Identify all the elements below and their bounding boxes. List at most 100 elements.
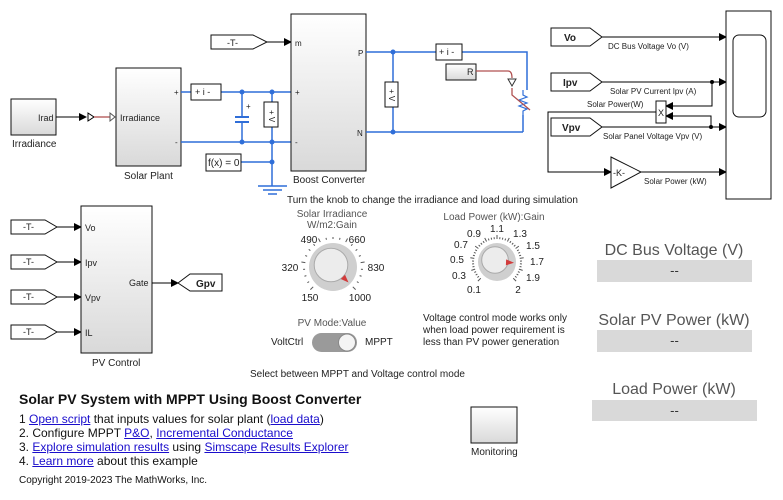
- gain-block[interactable]: -K-: [610, 156, 643, 189]
- knob-tick: [472, 254, 475, 257]
- goto-tag-ipv[interactable]: Ipv: [550, 72, 603, 92]
- knob-title: Solar Irradiance: [297, 209, 368, 220]
- product-lines: [547, 80, 727, 176]
- doc-line-4: 4. Learn more about this example: [19, 454, 198, 468]
- switch-right-label: MPPT: [365, 337, 393, 348]
- open-script-link[interactable]: Open script: [29, 412, 91, 426]
- monitoring-block[interactable]: Monitoring: [470, 406, 518, 458]
- boost-converter-block[interactable]: m P + N - Boost Converter: [290, 13, 367, 186]
- solar-plant-block[interactable]: Irradiance + - Solar Plant: [115, 67, 182, 182]
- voltage-sensor-block[interactable]: + V: [263, 101, 279, 128]
- svg-text:-K-: -K-: [613, 168, 625, 178]
- knob-tick: [313, 243, 316, 247]
- switch-title: PV Mode:Value: [298, 318, 367, 329]
- knob-pointer-icon: [505, 259, 514, 266]
- svg-text:P: P: [358, 49, 363, 58]
- knob-tick: [515, 245, 520, 249]
- converter-port-icon: [87, 112, 95, 122]
- knob-tick: [487, 238, 490, 241]
- copyright: Copyright 2019-2023 The MathWorks, Inc.: [19, 475, 208, 486]
- from-tag-label: -T-: [23, 327, 34, 337]
- goto-tag-gpv[interactable]: Gpv: [177, 273, 223, 292]
- from-tag-shape: [10, 324, 58, 340]
- irradiance-block[interactable]: Irad Irradiance: [10, 98, 57, 150]
- knob-tick: [310, 286, 314, 290]
- from-tag-shape: [10, 289, 58, 305]
- knob-tick: [516, 249, 520, 252]
- learn-more-link[interactable]: Learn more: [32, 454, 94, 468]
- svg-text:f(x) = 0: f(x) = 0: [208, 158, 240, 169]
- block-label: Boost Converter: [293, 175, 366, 186]
- from-tag-m[interactable]: -T-: [210, 34, 269, 50]
- load-data-link[interactable]: load data: [270, 412, 320, 426]
- svg-text:-: -: [295, 138, 298, 147]
- block-label: Irradiance: [12, 139, 57, 150]
- po-link[interactable]: P&O: [124, 426, 150, 440]
- current-sensor-block[interactable]: + i -: [435, 43, 463, 61]
- voltage-sensor-block[interactable]: + V: [384, 81, 399, 108]
- explore-results-link[interactable]: Explore simulation results: [32, 440, 170, 454]
- switch-left-label: VoltCtrl: [271, 337, 303, 348]
- svg-text:Vpv: Vpv: [562, 123, 581, 134]
- current-sensor-block[interactable]: + i -: [190, 83, 222, 101]
- knob-tick: [307, 281, 310, 284]
- from-tag-label: -T-: [23, 222, 34, 232]
- svg-text:IL: IL: [85, 328, 93, 338]
- port-label: +: [174, 88, 179, 97]
- knob-tick: [470, 257, 475, 259]
- knob-pointer-icon: [340, 274, 349, 283]
- solver-configuration-block[interactable]: f(x) = 0: [205, 153, 242, 172]
- knob-tick: [518, 251, 521, 254]
- model-title: Solar PV System with MPPT Using Boost Co…: [19, 391, 362, 407]
- knob-title: Load Power (kW):Gain: [443, 212, 544, 223]
- mode-toggle-switch[interactable]: [312, 333, 357, 352]
- knob-tick: [471, 268, 476, 271]
- knob-tick: [305, 255, 308, 257]
- svg-text:Vo: Vo: [564, 33, 576, 44]
- knob-tick: [478, 244, 481, 247]
- knob-tick: [308, 248, 311, 251]
- from-tag[interactable]: -T-: [10, 324, 58, 340]
- from-tag[interactable]: -T-: [10, 254, 58, 270]
- resistance-block[interactable]: R: [445, 63, 477, 81]
- svg-text:+ i -: + i -: [195, 87, 210, 97]
- block-label: Solar Plant: [124, 171, 173, 182]
- incremental-conductance-link[interactable]: Incremental Conductance: [156, 426, 293, 440]
- doc-line-2: 2. Configure MPPT P&O, Incremental Condu…: [19, 426, 293, 440]
- converter-port-icon: [109, 111, 116, 123]
- voltage-note: less than PV power generation: [423, 337, 559, 348]
- scope-block[interactable]: [725, 10, 772, 200]
- knob-tick: [482, 240, 485, 244]
- svg-text:Gate: Gate: [129, 278, 149, 288]
- knob-tick: [504, 238, 507, 241]
- from-tag-shape: [10, 254, 58, 270]
- knob-tick: [350, 243, 353, 247]
- voltage-note: Voltage control mode works only: [423, 313, 567, 324]
- port-label: Irad: [38, 113, 54, 123]
- svg-text:+ V: + V: [387, 89, 396, 102]
- knob-tick-label: 1.3: [513, 229, 527, 240]
- product-block[interactable]: X: [655, 100, 667, 124]
- knob-tick-label: 0.9: [467, 229, 481, 240]
- from-tag[interactable]: -T-: [10, 219, 58, 235]
- knob-tick-label: 1.5: [526, 241, 540, 252]
- pv-control-block[interactable]: Vo Ipv Vpv IL Gate PV Control: [80, 205, 153, 369]
- goto-tag-vpv[interactable]: Vpv: [550, 117, 603, 137]
- signal-label: Solar Power (kW): [644, 177, 707, 186]
- knob-tick: [474, 271, 477, 273]
- block-label: PV Control: [92, 358, 140, 369]
- svg-text:Ipv: Ipv: [563, 78, 578, 89]
- display-label: Load Power (kW): [612, 381, 736, 398]
- from-tag[interactable]: -T-: [10, 289, 58, 305]
- goto-tag-vo[interactable]: Vo: [550, 27, 603, 47]
- results-explorer-link[interactable]: Simscape Results Explorer: [204, 440, 349, 454]
- param-line: [476, 70, 513, 79]
- port-label: Irradiance: [120, 113, 160, 123]
- knob-tick-label: 1000: [349, 293, 372, 304]
- block-label: Monitoring: [471, 447, 518, 458]
- physical-wires-left: [181, 89, 291, 186]
